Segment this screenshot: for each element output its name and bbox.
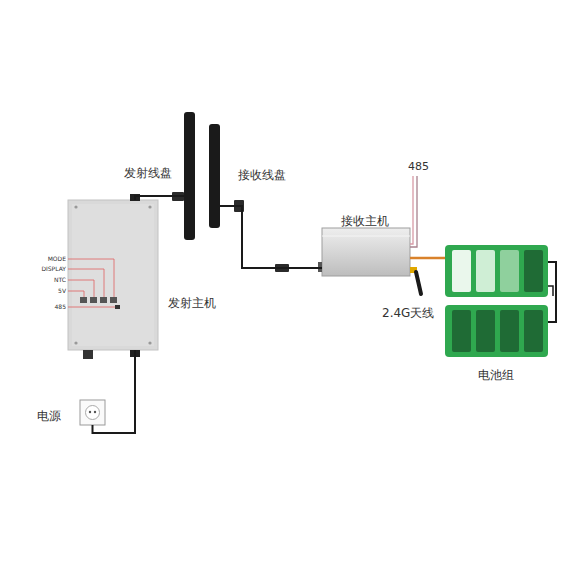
node-label: 发射主机 [168,295,216,312]
node-label: 发射线盘 [124,165,172,182]
node-label: 电源 [37,408,61,425]
wire-path [220,206,322,268]
node-label: 电池组 [478,367,514,384]
485-wires [410,176,417,247]
signal-name: 485 [408,160,429,173]
power-source: 电源 [80,400,105,425]
signal-name: DISPLAY [41,265,66,272]
receiver-housing [318,228,410,276]
signal-name: 5V [58,287,66,294]
signal-name: NTC [54,276,66,283]
wire [135,196,184,200]
wire [93,350,136,433]
signal-name: MODE [48,255,66,262]
receive-coil: 接收线盘 [209,124,220,228]
wire [410,258,445,259]
power-outlet [80,400,105,425]
wire-path [135,196,184,200]
wire-path [410,257,445,260]
wire [220,206,322,268]
receiver-host: 接收主机 [322,228,410,276]
coils [172,112,289,272]
transmitter-host: 发射主机 [68,200,158,350]
part-name: 2.4G天线 [382,305,434,322]
node-label: 接收线盘 [238,167,286,184]
node-label: 接收主机 [341,213,389,230]
transmitter-housing [68,194,158,359]
transmit-coil: 发射线盘 [184,112,195,240]
signal-name: 485 [55,303,66,310]
antenna [410,267,421,294]
wire-path [93,350,136,433]
battery-pack [445,245,556,357]
battery-pack: 电池组 [445,243,556,359]
leader-lines [68,259,115,307]
